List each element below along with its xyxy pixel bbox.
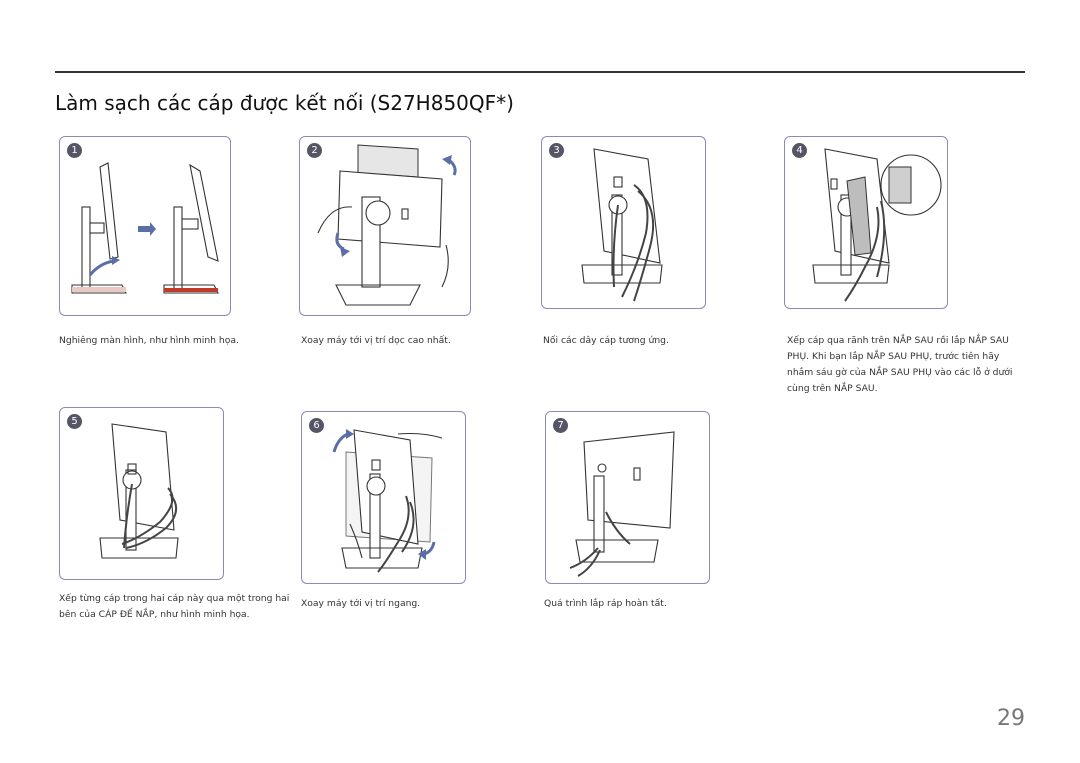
page-number: 29 [997, 706, 1025, 731]
rotate-landscape-figure [332, 429, 443, 573]
step-4-illustration: 4 [784, 136, 948, 309]
step-5-badge: 5 [67, 414, 82, 429]
step-5-caption: Xếp từng cáp trong hai cáp này qua một t… [59, 593, 290, 620]
page-title: Làm sạch các cáp được kết nối (S27H850QF… [55, 91, 514, 115]
step-2-badge: 2 [307, 143, 322, 158]
step-7-caption: Quá trình lắp ráp hoàn tất. [544, 598, 667, 609]
step-6-illustration: 6 [301, 411, 466, 584]
step-1-illustration: 1 [59, 136, 231, 316]
step-2-caption: Xoay máy tới vị trí dọc cao nhất. [301, 335, 451, 346]
step-2-illustration: 2 [299, 136, 471, 316]
step-4-badge: 4 [792, 143, 807, 158]
step-6-caption: Xoay máy tới vị trí ngang. [301, 598, 421, 609]
step-1-caption: Nghiêng màn hình, như hình minh họa. [59, 335, 239, 346]
step-3-illustration: 3 [541, 136, 706, 309]
connect-cables-figure [581, 148, 663, 302]
step-5-illustration: 5 [59, 407, 224, 580]
step-3-caption: Nối các dây cáp tương ứng. [543, 335, 669, 346]
assembly-complete-figure [569, 431, 675, 577]
route-cables-figure [99, 423, 179, 559]
step-6-badge: 6 [309, 418, 324, 433]
attach-rear-cover-figure [812, 148, 942, 302]
step-1-badge: 1 [67, 143, 82, 158]
rotate-portrait-figure [317, 144, 457, 306]
tilt-monitor-figure [71, 162, 219, 294]
top-rule [55, 71, 1025, 73]
step-7-illustration: 7 [545, 411, 710, 584]
step-7-badge: 7 [553, 418, 568, 433]
step-3-badge: 3 [549, 143, 564, 158]
step-4-caption: Xếp cáp qua rãnh trên NẮP SAU rồi lắp NẮ… [787, 335, 1013, 394]
